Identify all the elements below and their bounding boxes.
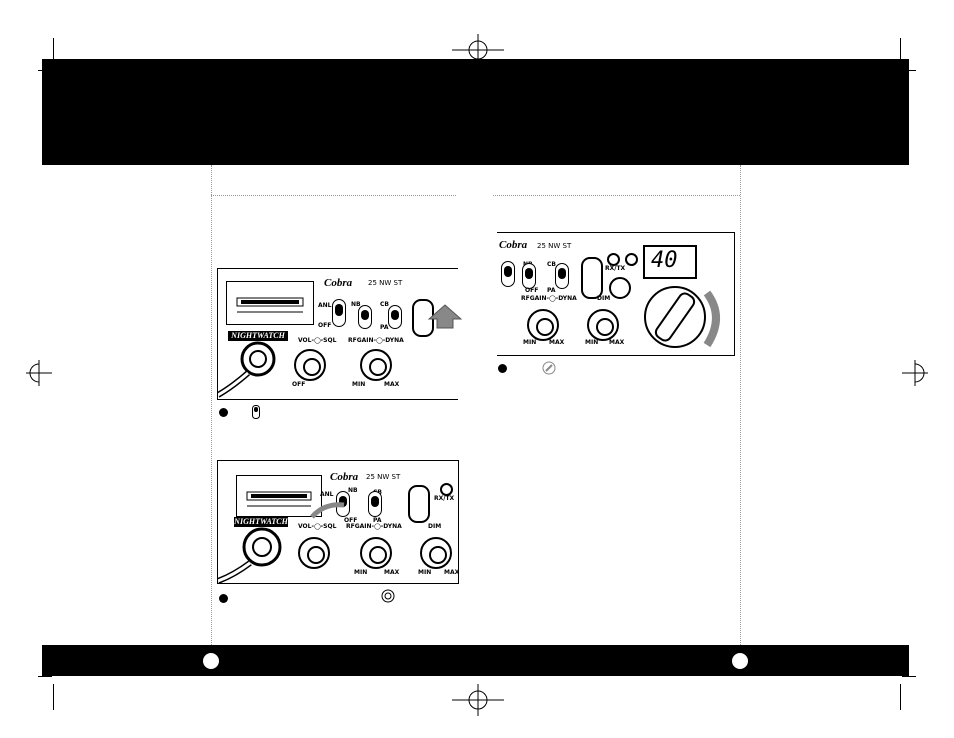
pa-label: PA (373, 517, 382, 524)
off-knob-label: OFF (292, 381, 306, 388)
crop-mark (53, 38, 54, 64)
model-label: 25 NW ST (537, 242, 572, 250)
rfgain-dyna-label: RFGAIN-◯-DYNA (348, 337, 404, 344)
switch-partial[interactable] (501, 261, 515, 287)
min-label: MIN (523, 339, 537, 346)
cb-label: CB (380, 301, 389, 308)
vol-sql-label: VOL-◯-SQL (298, 523, 337, 530)
footer-page-dot-left (203, 653, 219, 669)
bullet-icon (498, 364, 507, 373)
anl-label: ANL (320, 491, 334, 498)
microphone-cable-icon (218, 527, 282, 583)
brand-logo: Cobra (324, 277, 353, 289)
crop-mark (902, 70, 916, 71)
anl-switch[interactable] (332, 299, 346, 327)
cb-pa-switch[interactable] (555, 263, 569, 289)
vol-sql-label: VOL-◯-SQL (298, 337, 337, 344)
cb-pa-switch[interactable] (388, 305, 402, 329)
crop-mark (902, 676, 916, 677)
dim-knob[interactable] (420, 537, 452, 569)
swr-led (625, 253, 638, 266)
crop-mark (900, 38, 901, 64)
pa-label: PA (380, 324, 389, 331)
footer-band (42, 645, 909, 676)
crop-mark (900, 684, 901, 710)
rx-tx-label: RX/TX (605, 265, 626, 272)
nb-switch[interactable] (358, 305, 372, 329)
crop-mark (53, 684, 54, 710)
model-label: 25 NW ST (368, 279, 403, 287)
rfgain-dyna-label: RFGAIN-◯-DYNA (521, 295, 577, 302)
knob-slot-icon (542, 361, 556, 375)
brand-logo: Cobra (499, 239, 528, 251)
min-label: MIN (354, 569, 368, 576)
column-rule-left (211, 195, 456, 196)
registration-mark-bottom (452, 684, 504, 716)
channel-button[interactable] (609, 277, 631, 299)
bullet-icon (219, 594, 228, 603)
cb-label: CB (547, 261, 556, 268)
radio-panel-right: Cobra 25 NW ST NB OFF CB PA RX/TX 40 RFG… (497, 232, 735, 356)
dim-knob[interactable] (587, 309, 619, 341)
rfgain-knob[interactable] (527, 309, 559, 341)
vol-knob[interactable] (294, 349, 326, 381)
rx-tx-led (607, 253, 620, 266)
footer-page-dot-right (732, 653, 748, 669)
rotate-arrow-icon (310, 502, 345, 519)
bullet-icon (219, 408, 228, 417)
max-label: MAX (384, 381, 400, 388)
model-label: 25 NW ST (366, 473, 401, 481)
column-rule-right (493, 195, 740, 196)
dim-min-label: MIN (585, 339, 599, 346)
dim-switch-housing[interactable] (408, 485, 430, 523)
anl-label: ANL (318, 302, 332, 309)
nb-label: NB (351, 301, 361, 308)
radio-panel-top-left: NIGHTWATCH Cobra 25 NW ST ANL OFF NB CB … (217, 268, 458, 400)
nb-switch[interactable] (522, 263, 536, 289)
meter-scale-icon (246, 491, 312, 507)
column-guide-left (211, 165, 212, 645)
dim-label: DIM (597, 295, 611, 302)
off-label: OFF (525, 287, 539, 294)
rx-tx-led (440, 483, 453, 496)
meter-scale-icon (236, 297, 304, 313)
max-label: MAX (384, 569, 400, 576)
column-guide-right (740, 165, 741, 645)
signal-meter (226, 281, 314, 325)
nightwatch-badge: NIGHTWATCH (228, 331, 288, 341)
dim-max-label: MAX (609, 339, 625, 346)
off-label: OFF (318, 322, 332, 329)
rx-tx-label: RX/TX (434, 495, 455, 502)
rfgain-knob[interactable] (360, 349, 392, 381)
brand-logo: Cobra (330, 471, 359, 483)
dim-max-label: MAX (444, 569, 459, 576)
dim-switch-housing[interactable] (581, 257, 603, 299)
knob-icon (381, 589, 395, 603)
header-band (42, 59, 909, 165)
nightwatch-badge: NIGHTWATCH (234, 517, 288, 527)
off-label: OFF (344, 517, 358, 524)
channel-display: 40 (643, 245, 697, 279)
radio-panel-bottom-left: NIGHTWATCH Cobra 25 NW ST ANL NB OFF CB … (217, 460, 459, 584)
min-label: MIN (352, 381, 366, 388)
switch-icon (252, 405, 260, 419)
registration-mark-left (26, 360, 52, 386)
max-label: MAX (549, 339, 565, 346)
vol-knob[interactable] (298, 537, 330, 569)
crop-mark (38, 676, 52, 677)
up-arrow-icon (428, 304, 462, 329)
rfgain-dyna-label: RFGAIN-◯-DYNA (346, 523, 402, 530)
pa-label: PA (547, 287, 556, 294)
cb-pa-switch[interactable] (368, 491, 382, 517)
signal-meter (236, 475, 322, 517)
nb-label: NB (348, 487, 358, 494)
dim-label: DIM (428, 523, 442, 530)
channel-selector-knob[interactable] (635, 279, 725, 353)
channel-number: 40 (651, 248, 678, 273)
microphone-cable-icon (218, 341, 276, 398)
registration-mark-right (902, 360, 928, 386)
dim-min-label: MIN (418, 569, 432, 576)
rfgain-knob[interactable] (360, 537, 392, 569)
